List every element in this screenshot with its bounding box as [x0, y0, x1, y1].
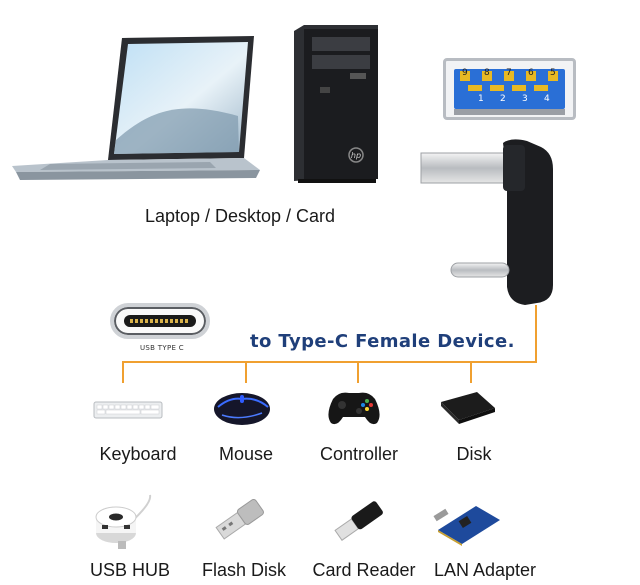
bus-drop-disk — [470, 361, 472, 383]
pin-number-label: 5 — [550, 68, 556, 78]
pin-number-label: 2 — [500, 94, 506, 104]
desktop-tower-image: hp — [294, 25, 378, 183]
card-reader-icon — [334, 501, 383, 541]
hp-logo-text: hp — [351, 151, 361, 160]
device-label-controller: Controller — [319, 444, 399, 464]
flash-disk-icon — [215, 498, 264, 540]
pin-number-label: 3 — [522, 94, 528, 104]
pin-number-label: 4 — [544, 94, 550, 104]
mouse-icon — [214, 393, 270, 425]
bus-drop-controller — [357, 361, 359, 383]
device-label-flash-disk: Flash Disk — [201, 560, 286, 580]
disk-icon — [441, 392, 495, 424]
bus-drop-keyboard — [122, 361, 124, 383]
bus-drop-mouse — [245, 361, 247, 383]
usb-a-pinout-diagram — [443, 58, 576, 120]
keyboard-icon — [93, 401, 163, 419]
controller-icon — [328, 392, 380, 425]
pin-number-label: 6 — [528, 68, 534, 78]
device-label-usb-hub: USB HUB — [89, 560, 170, 580]
pin-number-label: 9 — [462, 68, 468, 78]
usb-adapter-image — [420, 139, 553, 305]
usb-type-c-text: USB TYPE C — [140, 344, 184, 352]
laptop-image — [12, 36, 260, 180]
bus-vertical-right — [535, 305, 537, 363]
usb-hub-icon — [95, 494, 152, 549]
usb-type-c-logo — [110, 303, 210, 339]
top-caption: Laptop / Desktop / Card — [144, 206, 336, 226]
pin-number-label: 1 — [478, 94, 484, 104]
lan-adapter-icon — [433, 506, 500, 546]
device-label-card-reader: Card Reader — [312, 560, 416, 580]
pin-number-label: 7 — [506, 68, 512, 78]
device-label-disk: Disk — [456, 444, 492, 464]
device-label-lan-adapter: LAN Adapter — [433, 560, 537, 580]
device-label-mouse: Mouse — [218, 444, 274, 464]
device-label-keyboard: Keyboard — [99, 444, 177, 464]
headline: to Type-C Female Device. — [250, 331, 515, 352]
bus-horizontal — [122, 361, 537, 363]
pin-number-label: 8 — [484, 68, 490, 78]
